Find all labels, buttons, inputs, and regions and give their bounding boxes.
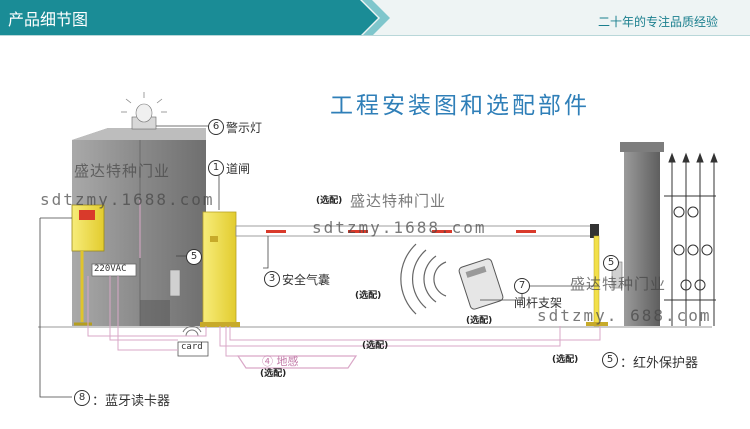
label-ground-loop-text: 地感 <box>276 355 299 368</box>
infrared-sensor-left <box>169 269 181 297</box>
warning-light-icon <box>121 92 167 130</box>
watermark-url-center: sdtzmy.1688.com <box>312 218 487 237</box>
barrier-gate <box>200 211 240 327</box>
marker-5-left: 5 <box>186 249 202 265</box>
optional-tag-wiring: (选配) <box>362 341 389 351</box>
marker-7: 7 <box>514 278 530 294</box>
marker-5-right: 5 <box>603 255 619 271</box>
label-warning-light: 警示灯 <box>226 121 263 135</box>
optional-tag-airbag: (选配) <box>355 291 382 301</box>
fence-pillar <box>620 142 664 326</box>
iron-fence <box>664 152 718 326</box>
optional-tag-remote: (选配) <box>466 316 493 326</box>
card-swipe-device <box>177 325 209 357</box>
marker-6: 6 <box>208 119 224 135</box>
optional-tag-loop: (选配) <box>260 369 287 379</box>
header-slogan: 二十年的专注品质经验 <box>597 15 718 29</box>
header-title: 产品细节图 <box>8 10 89 29</box>
power-panel <box>91 263 137 277</box>
label-bluetooth-reader: ：蓝牙读卡器 <box>92 394 171 409</box>
remote-control-icon <box>400 243 504 315</box>
watermark-company-left: 盛达特种门业 <box>74 162 171 180</box>
card-reader-box <box>71 204 105 326</box>
voltage-label: 220VAC <box>94 264 127 274</box>
label-infrared-protector: ：红外保护器 <box>620 356 699 371</box>
wiring-lines <box>87 200 601 357</box>
optional-tag-warning: (选配) <box>316 196 343 206</box>
marker-5-bottom: 5 <box>602 352 618 368</box>
card-label: card <box>181 342 203 352</box>
boom-arm <box>235 224 599 238</box>
marker-3: 3 <box>264 271 280 287</box>
label-barrier-gate: 道闸 <box>226 162 251 176</box>
marker-1: 1 <box>208 160 224 176</box>
diagram-title: 工程安装图和选配部件 <box>330 93 590 119</box>
ground-loop-shape <box>236 355 358 369</box>
label-boom-support: 闸杆支架 <box>514 296 563 310</box>
watermark-company-right: 盛达特种门业 <box>570 275 667 293</box>
marker-8: 8 <box>74 390 90 406</box>
boom-support <box>586 235 608 327</box>
watermark-url-right: sdtzmy. 688.com <box>537 306 712 325</box>
watermark-company-center: 盛达特种门业 <box>350 192 447 210</box>
header-bar <box>0 0 750 36</box>
label-safety-airbag: 安全气囊 <box>282 273 331 287</box>
watermark-url-left: sdtzmy.1688.com <box>40 190 215 209</box>
label-ground-loop: ④ 地感 <box>262 355 299 368</box>
optional-tag-infrared: (选配) <box>552 355 579 365</box>
